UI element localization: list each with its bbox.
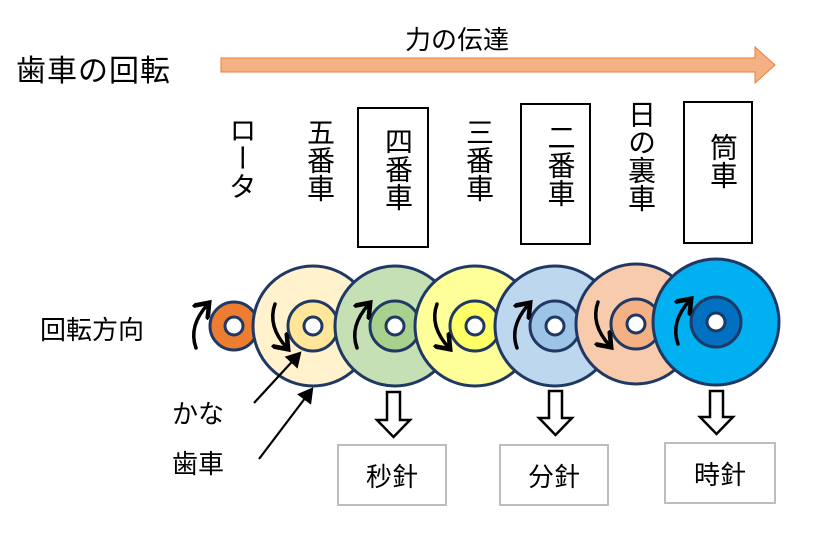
gear-rotor bbox=[194, 302, 260, 352]
axle-hole-minute-wheel bbox=[625, 313, 647, 335]
label-box-second-wheel: 二番車 bbox=[520, 103, 591, 245]
clockwise-arrow-icon bbox=[194, 304, 208, 350]
gear-label: 歯車 bbox=[172, 450, 225, 480]
clockwise-arrow-icon bbox=[515, 304, 529, 350]
second-hand-box: 秒針 bbox=[337, 444, 447, 506]
minute-hand-box: 分針 bbox=[499, 444, 609, 506]
clockwise-arrow-icon bbox=[355, 304, 369, 350]
label-fourth-wheel: 四番車 bbox=[381, 127, 414, 211]
axle-hole-hour-wheel bbox=[705, 311, 727, 333]
pinion-label: かな bbox=[172, 400, 225, 430]
axle-hole-third-wheel bbox=[464, 315, 486, 337]
rotation-direction-label: 回転方向 bbox=[40, 316, 145, 346]
counterclockwise-arrow-icon bbox=[435, 302, 449, 348]
down-arrow-hour-hand bbox=[697, 389, 736, 436]
diagram-title: 歯車の回転 bbox=[16, 54, 171, 89]
hour-hand-box: 時針 bbox=[664, 442, 776, 504]
power-transmission-arrow bbox=[220, 45, 776, 85]
down-arrow-minute-hand bbox=[536, 389, 575, 437]
gear-pointer-arrow bbox=[258, 387, 314, 460]
label-box-hour-wheel: 筒車 bbox=[683, 101, 753, 244]
axle-hole-fifth-wheel bbox=[302, 315, 324, 337]
counterclockwise-arrow-icon bbox=[596, 300, 610, 346]
power-transmission-label: 力の伝達 bbox=[405, 26, 510, 56]
label-box-fourth-wheel: 四番車 bbox=[357, 107, 429, 248]
axle-hole-fourth-wheel bbox=[384, 315, 406, 337]
counterclockwise-arrow-icon bbox=[273, 302, 287, 348]
label-second-wheel: 二番車 bbox=[543, 123, 577, 207]
label-minute-wheel: 日の裏車 bbox=[624, 100, 657, 212]
axle-hole-rotor bbox=[223, 315, 245, 337]
pinion-pointer-arrow bbox=[253, 351, 302, 404]
label-rotor: ロータ bbox=[225, 116, 258, 200]
clockwise-arrow-icon bbox=[676, 300, 690, 346]
down-arrow-second-hand bbox=[374, 390, 413, 439]
axle-hole-second-wheel bbox=[544, 315, 566, 337]
gear-hour-wheel bbox=[651, 257, 781, 387]
label-third-wheel: 三番車 bbox=[462, 118, 495, 202]
label-hour-wheel: 筒車 bbox=[706, 133, 739, 189]
label-fifth-wheel: 五番車 bbox=[303, 118, 336, 202]
